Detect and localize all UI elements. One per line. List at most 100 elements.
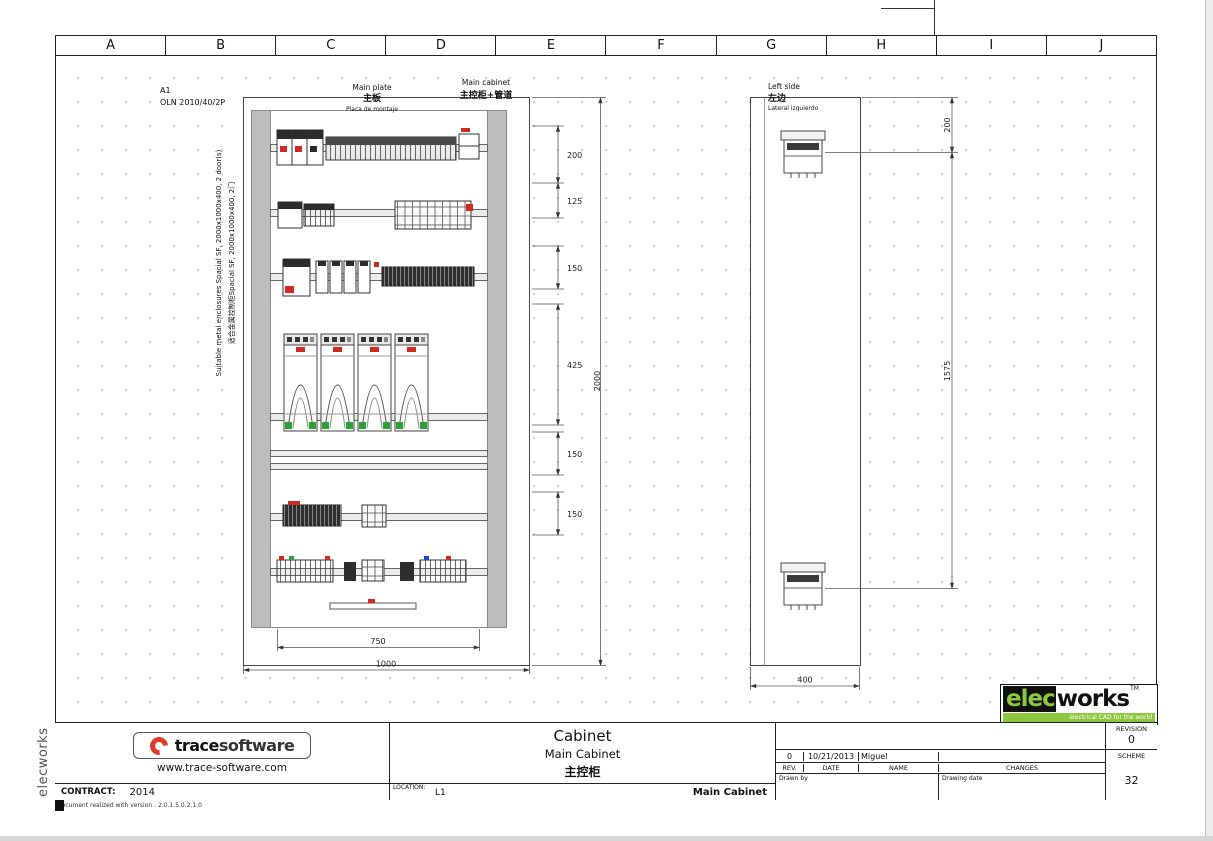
- component-row-3: [282, 258, 475, 297]
- drawing-date-label: Drawing date: [942, 775, 983, 782]
- component-row-2: [277, 200, 473, 230]
- drawing-title-cell: Cabinet Main Cabinet 主控柜: [390, 723, 775, 783]
- elecworks-logo-elec: elec: [1003, 686, 1056, 712]
- dim-total-height: 2000: [593, 371, 602, 391]
- contactor-3: [357, 333, 392, 432]
- ruler-col-e: E: [496, 36, 607, 55]
- main-plate-label-zh: 主板: [363, 92, 382, 104]
- trace-logo-swoosh-icon: [146, 732, 172, 759]
- side-component-top: [780, 130, 826, 179]
- contactor-4: [394, 333, 429, 432]
- revision-header-name: NAME: [859, 764, 939, 772]
- contactor-2: [320, 333, 355, 432]
- dim-seg-150c: 150: [567, 510, 582, 519]
- column-ruler: A B C D E F G H I J: [55, 35, 1157, 56]
- main-plate-label-es: Placa de montaje: [346, 106, 398, 113]
- ruler-col-d: D: [386, 36, 497, 55]
- ruler-col-g: G: [717, 36, 827, 55]
- ruler-col-j: J: [1099, 38, 1104, 53]
- drawn-by-label: Drawn by: [776, 774, 939, 800]
- side-label-es: Lateral izquierdo: [768, 105, 819, 112]
- vendor-logo-cell: tracesoftware www.trace-software.com: [55, 723, 390, 783]
- side-dim-depth: 400: [797, 676, 812, 685]
- location-cell: LOCATION: L1 Main Cabinet: [390, 784, 775, 800]
- left-rail: [251, 110, 271, 628]
- bottom-mini-rail: [329, 599, 417, 610]
- revision-header-rev: REV.: [776, 764, 804, 772]
- dim-seg-200: 200: [567, 151, 582, 160]
- window-edge-right: [1205, 0, 1213, 841]
- elecworks-tagline: electrical CAD for the world: [1003, 713, 1155, 722]
- revision-entry-name: Miguel: [859, 751, 939, 761]
- drawing-title: Cabinet: [553, 726, 612, 745]
- scheme-label: SCHEME: [1106, 749, 1157, 760]
- main-cabinet-label-zh: 主控柜+管道: [460, 89, 513, 101]
- fold-mark-vertical: [934, 0, 935, 35]
- revision-entry-date: 10/21/2013: [804, 751, 859, 761]
- location-label: LOCATION:: [393, 784, 426, 791]
- grid-dots: [56, 56, 1156, 722]
- contract-label: CONTRACT:: [61, 787, 116, 797]
- enclosure-note-en: Suitable metal enclosures Spacial SF, 20…: [215, 149, 223, 376]
- location-value: L1: [435, 788, 446, 798]
- elecworks-side-brand: elecworks: [36, 727, 51, 798]
- side-view: [750, 97, 861, 666]
- dim-cabinet-width: 1000: [376, 660, 396, 669]
- window-edge-bottom: [0, 836, 1213, 841]
- component-row-1: [276, 128, 480, 166]
- dim-seg-125: 125: [567, 197, 582, 206]
- contactor-1: [283, 333, 318, 432]
- right-rail: [487, 110, 507, 628]
- dim-seg-150b: 150: [567, 450, 582, 459]
- drawing-subtitle-zh: 主控柜: [564, 764, 601, 779]
- scheme-value: 32: [1124, 773, 1139, 787]
- revision-header-row: REV. DATE NAME CHANGES: [776, 762, 1105, 774]
- dim-seg-425: 425: [567, 361, 582, 370]
- main-cabinet-label-en: Main cabinet: [462, 78, 510, 87]
- ruler-col-f: F: [606, 36, 717, 55]
- component-row-6: [282, 501, 387, 528]
- trace-logo-box: tracesoftware: [132, 732, 312, 759]
- title-block-left: tracesoftware www.trace-software.com Cab…: [55, 723, 775, 800]
- enclosure-note-zh: 适合金属控制柜Spacial SF, 2000x1000x400, 2门: [227, 182, 236, 345]
- component-row-7: [276, 556, 467, 583]
- sheet-ref-label: A1: [160, 86, 171, 95]
- trace-logo-text: tracesoftware: [175, 736, 295, 755]
- elecworks-logo-works: works: [1056, 686, 1130, 712]
- main-plate-label-en: Main plate: [352, 83, 392, 92]
- elecworks-wordmark: elec works TM: [1003, 686, 1155, 712]
- elecworks-logo-tm: TM: [1130, 685, 1139, 692]
- revision-table: 0 10/21/2013 Miguel REV. DATE NAME CHANG…: [776, 723, 1105, 800]
- front-view: [243, 97, 530, 666]
- revision-entry-rev: 0: [776, 751, 804, 761]
- corner-mark: [55, 800, 64, 811]
- ruler-col-i: I: [937, 36, 1047, 55]
- ruler-col-a: A: [56, 36, 167, 55]
- ruler-col-h: H: [827, 36, 937, 55]
- side-label-en: Left side: [768, 82, 800, 91]
- trace-logo-bold: trace: [174, 736, 220, 755]
- title-block-right: 0 10/21/2013 Miguel REV. DATE NAME CHANG…: [775, 723, 1157, 800]
- title-block-bottom-row: CONTRACT: 2014 LOCATION: L1 Main Cabinet: [55, 783, 775, 800]
- vendor-url: www.trace-software.com: [157, 762, 287, 774]
- trace-logo-light: software: [218, 736, 295, 755]
- dim-seg-150a: 150: [567, 264, 582, 273]
- side-dim-span: 1575: [943, 361, 952, 381]
- version-note: Document realized with version : 2.0.1.5…: [57, 802, 202, 809]
- elecworks-logo: elec works TM electrical CAD for the wor…: [1000, 684, 1158, 725]
- title-block-main-row: tracesoftware www.trace-software.com Cab…: [55, 723, 775, 783]
- dim-plate-width: 750: [370, 637, 385, 646]
- contract-value: 2014: [129, 786, 155, 798]
- drawing-subtitle: Main Cabinet: [544, 746, 621, 761]
- revision-label: REVISION: [1115, 725, 1147, 733]
- side-dim-top: 200: [943, 117, 952, 132]
- revision-scheme-cell: REVISION 0 SCHEME 32: [1105, 723, 1157, 800]
- revision-header-changes: CHANGES: [1005, 764, 1038, 772]
- front-dimensions: [242, 96, 606, 674]
- ruler-col-c: C: [276, 36, 387, 55]
- side-component-bottom: [780, 562, 826, 611]
- revision-table-spacer: [776, 723, 1105, 749]
- side-label-zh: 左边: [767, 92, 787, 104]
